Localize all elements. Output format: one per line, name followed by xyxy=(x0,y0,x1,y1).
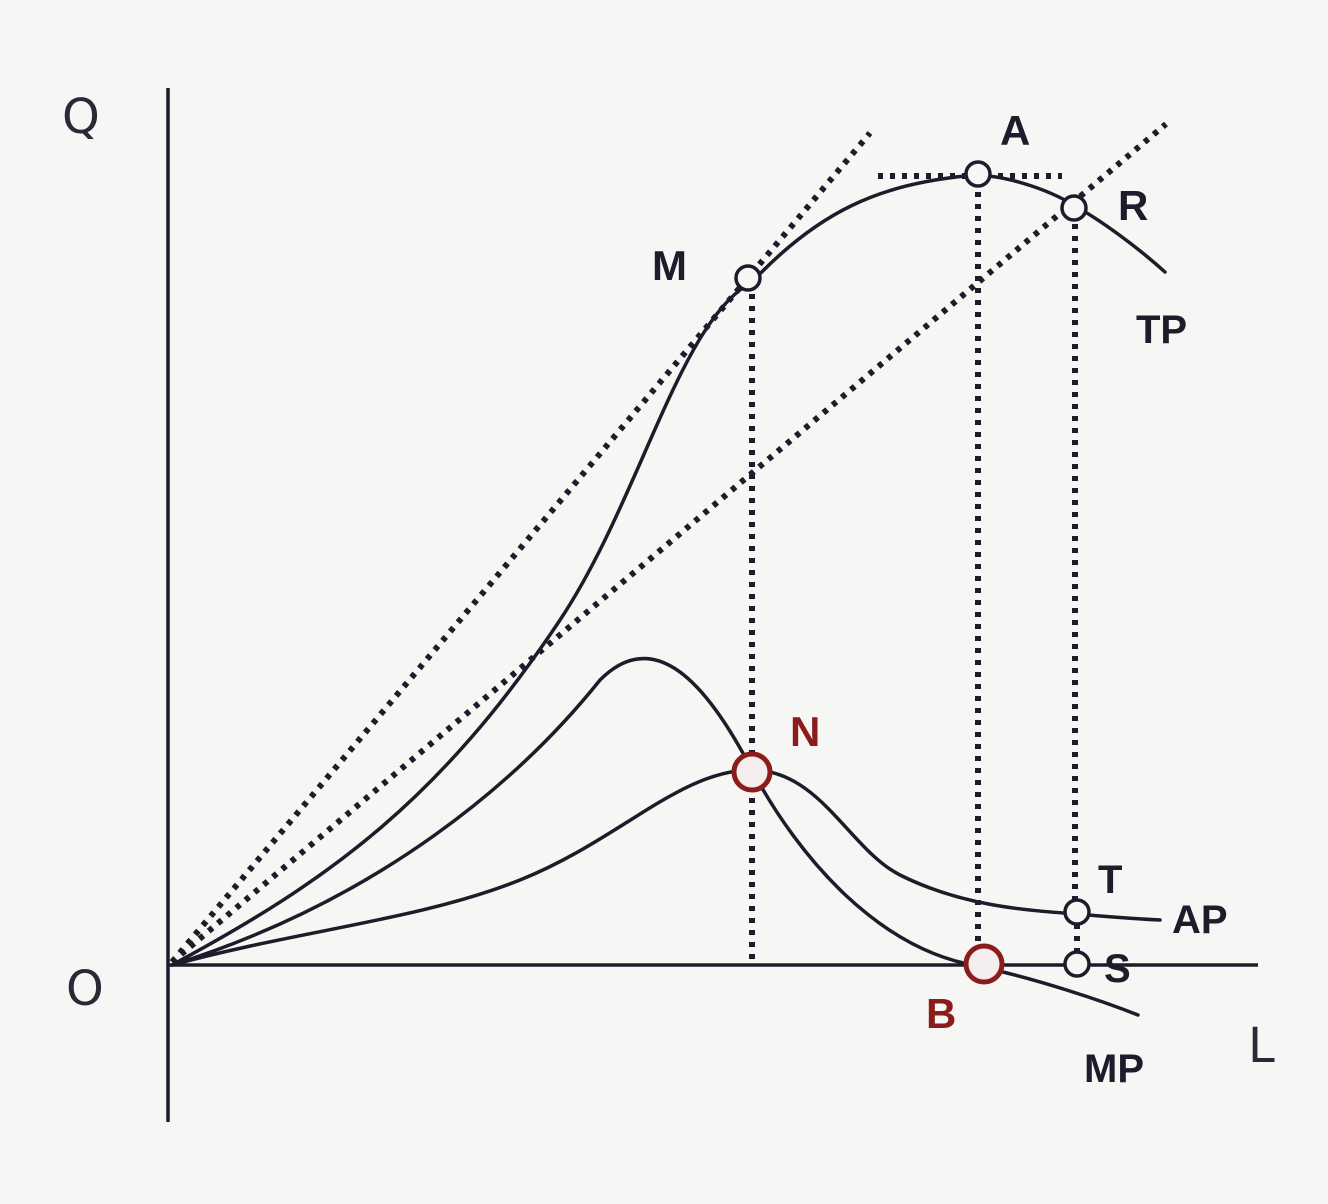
y-axis-label: Q xyxy=(62,89,100,145)
point-t-label: T xyxy=(1098,858,1122,902)
tp-label: TP xyxy=(1136,308,1187,352)
tangent-ray-to-m xyxy=(169,131,873,964)
ap-curve xyxy=(170,768,1162,967)
ap-label: AP xyxy=(1172,898,1228,942)
point-r xyxy=(1060,194,1088,222)
point-a xyxy=(964,160,992,188)
mp-label: MP xyxy=(1084,1047,1144,1091)
point-s xyxy=(1063,950,1091,978)
point-t xyxy=(1063,898,1091,926)
x-axis-label: L xyxy=(1248,1018,1275,1074)
point-b-label: B xyxy=(926,990,956,1037)
tp-curve xyxy=(170,173,1167,967)
point-n xyxy=(731,751,773,793)
point-n-label: N xyxy=(790,708,820,755)
ray-to-r xyxy=(170,121,1168,965)
point-m-label: M xyxy=(652,242,687,289)
origin-label: O xyxy=(66,961,104,1017)
point-a-label: A xyxy=(1000,107,1030,154)
point-b xyxy=(963,943,1005,985)
point-m xyxy=(734,264,762,292)
point-s-label: S xyxy=(1104,947,1131,991)
point-r-label: R xyxy=(1118,182,1148,229)
